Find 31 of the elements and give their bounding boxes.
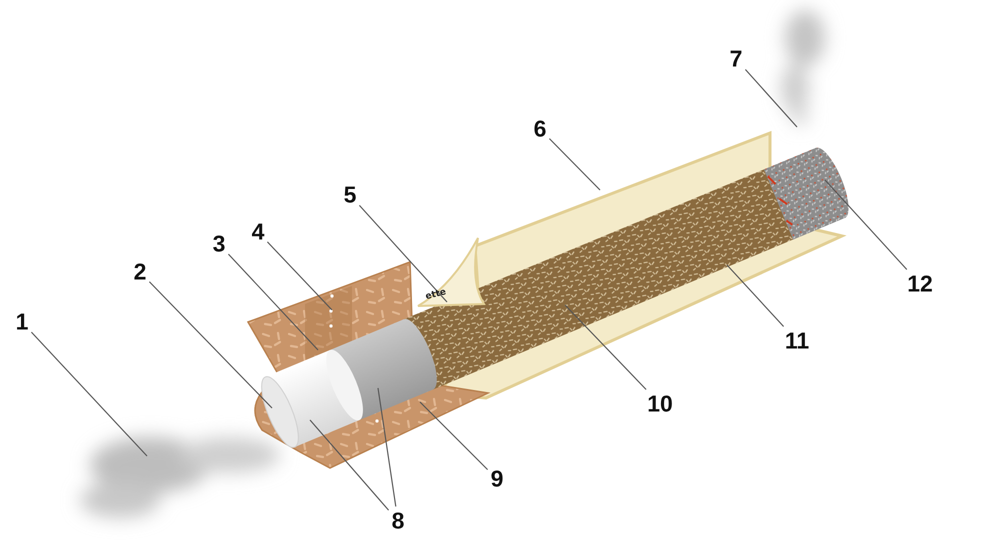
leader-line [564,304,646,390]
tipping-paper [247,261,489,469]
callout-number: 3 [212,232,226,256]
leader-line [310,420,390,511]
leader-line [745,69,798,128]
callout-number: 11 [784,330,810,352]
leader-line [359,205,448,302]
glue-strip [305,286,352,360]
leader-line [726,264,784,327]
burning-tip [764,148,849,240]
leader-line [824,180,908,270]
callout-number: 10 [647,392,673,416]
leader-line [549,138,600,190]
leader-line [31,332,148,456]
callout-number: 6 [534,118,546,140]
callout-number: 4 [252,220,264,244]
leader-line [228,254,318,350]
callout-number: 7 [730,48,742,70]
leader-line [377,388,396,507]
smoke-cloud [80,437,280,518]
smoke-cloud [781,10,825,125]
callout-number: 1 [16,310,28,334]
callout-number: 2 [134,260,146,284]
callout-number: 5 [344,184,356,206]
leader-line [267,242,332,310]
callout-number: 9 [490,468,504,490]
callout-number: 12 [907,272,933,296]
filter-section [261,350,363,448]
leader-line [420,402,488,470]
callout-number: 8 [392,510,404,532]
printed-word: ette [424,287,448,302]
